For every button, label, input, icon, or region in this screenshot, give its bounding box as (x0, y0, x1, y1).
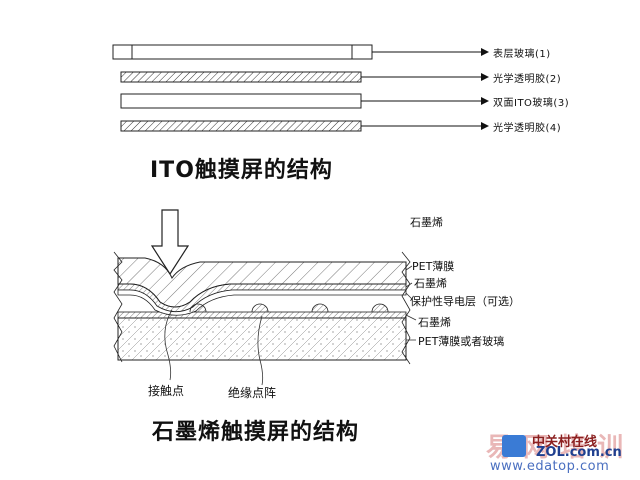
ito-label-1: 表层玻璃(1) (493, 49, 551, 60)
label-graphene-bottom: 石墨烯 (418, 316, 451, 329)
watermark-cn: 中关村在线 (532, 435, 598, 450)
ito-title: ITO触摸屏的结构 (150, 158, 333, 183)
ito-layer-4 (120, 120, 362, 132)
pet-film-layer (117, 257, 407, 308)
watermark-zol: ZOL.com.cn (536, 445, 622, 460)
press-arrow-icon (150, 209, 190, 276)
ito-label-3: 双面ITO玻璃(3) (493, 98, 570, 109)
insulation-dot (251, 303, 269, 313)
ito-layer-3 (120, 93, 362, 109)
insulation-dot (311, 303, 329, 313)
label-contact-point: 接触点 (148, 384, 185, 398)
graphene-title: 石墨烯触摸屏的结构 (152, 420, 360, 445)
label-graphene-top: 石墨烯 (410, 216, 443, 229)
label-graphene-mid: 石墨烯 (414, 277, 447, 290)
insulation-dot (189, 303, 207, 313)
substrate-layer (117, 317, 407, 361)
insulation-dot (371, 303, 389, 313)
protective-layer (117, 289, 407, 316)
label-insulation-array: 绝缘点阵 (228, 386, 277, 400)
ito-label-2: 光学透明胶(2) (493, 74, 562, 85)
graphene-stack (113, 251, 411, 365)
label-pet-film: PET薄膜 (412, 260, 455, 273)
label-protective-layer: 保护性导电层（可选） (410, 295, 520, 308)
ito-label-4: 光学透明胶(4) (493, 123, 562, 134)
label-substrate: PET薄膜或者玻璃 (418, 335, 505, 348)
ito-layer-1 (112, 44, 373, 60)
leader-lines (164, 265, 417, 386)
watermark-url: www.edatop.com (490, 459, 610, 474)
zol-logo-icon (502, 435, 526, 457)
watermark: 易 网 培 训 中关村在线 ZOL.com.cn www.edatop.com (486, 425, 636, 477)
ito-layer-2 (120, 71, 362, 83)
